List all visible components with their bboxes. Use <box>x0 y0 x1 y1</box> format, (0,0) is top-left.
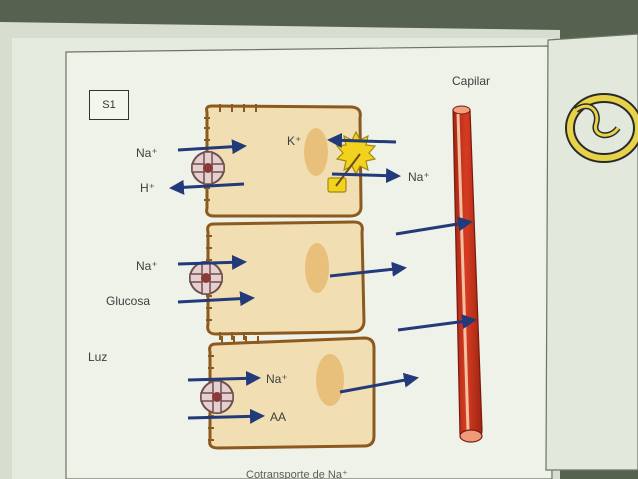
transporter-icon <box>192 152 224 184</box>
k-label: K⁺ <box>287 134 301 148</box>
nucleus-1 <box>304 128 328 176</box>
na-efflux-arrow <box>332 174 398 176</box>
aa-influx-arrow <box>188 416 262 418</box>
na-label-cell3: Na⁺ <box>266 372 288 386</box>
na-influx-arrow-3 <box>188 378 258 380</box>
na-influx-arrow-2 <box>178 262 244 264</box>
section-label: S1 <box>89 90 129 120</box>
na-pump-label: Na⁺ <box>408 170 430 184</box>
cut-off-caption: Cotransporte de Na⁺ <box>246 468 348 479</box>
transporter-icon <box>201 381 233 413</box>
na-label-cell2: Na⁺ <box>136 259 158 273</box>
epithelial-cell-2 <box>206 222 364 340</box>
h-label: H⁺ <box>140 181 155 195</box>
nucleus-3 <box>316 354 344 406</box>
epithelial-cell-1 <box>204 104 361 216</box>
k-influx-arrow <box>330 140 396 142</box>
capillary-label: Capilar <box>452 74 490 88</box>
transporter-icon <box>190 262 222 294</box>
lumen-label: Luz <box>88 350 107 364</box>
na-label-cell1: Na⁺ <box>136 146 158 160</box>
nucleus-2 <box>305 243 329 293</box>
glucose-label: Glucosa <box>106 294 150 308</box>
aa-label: AA <box>270 410 286 424</box>
